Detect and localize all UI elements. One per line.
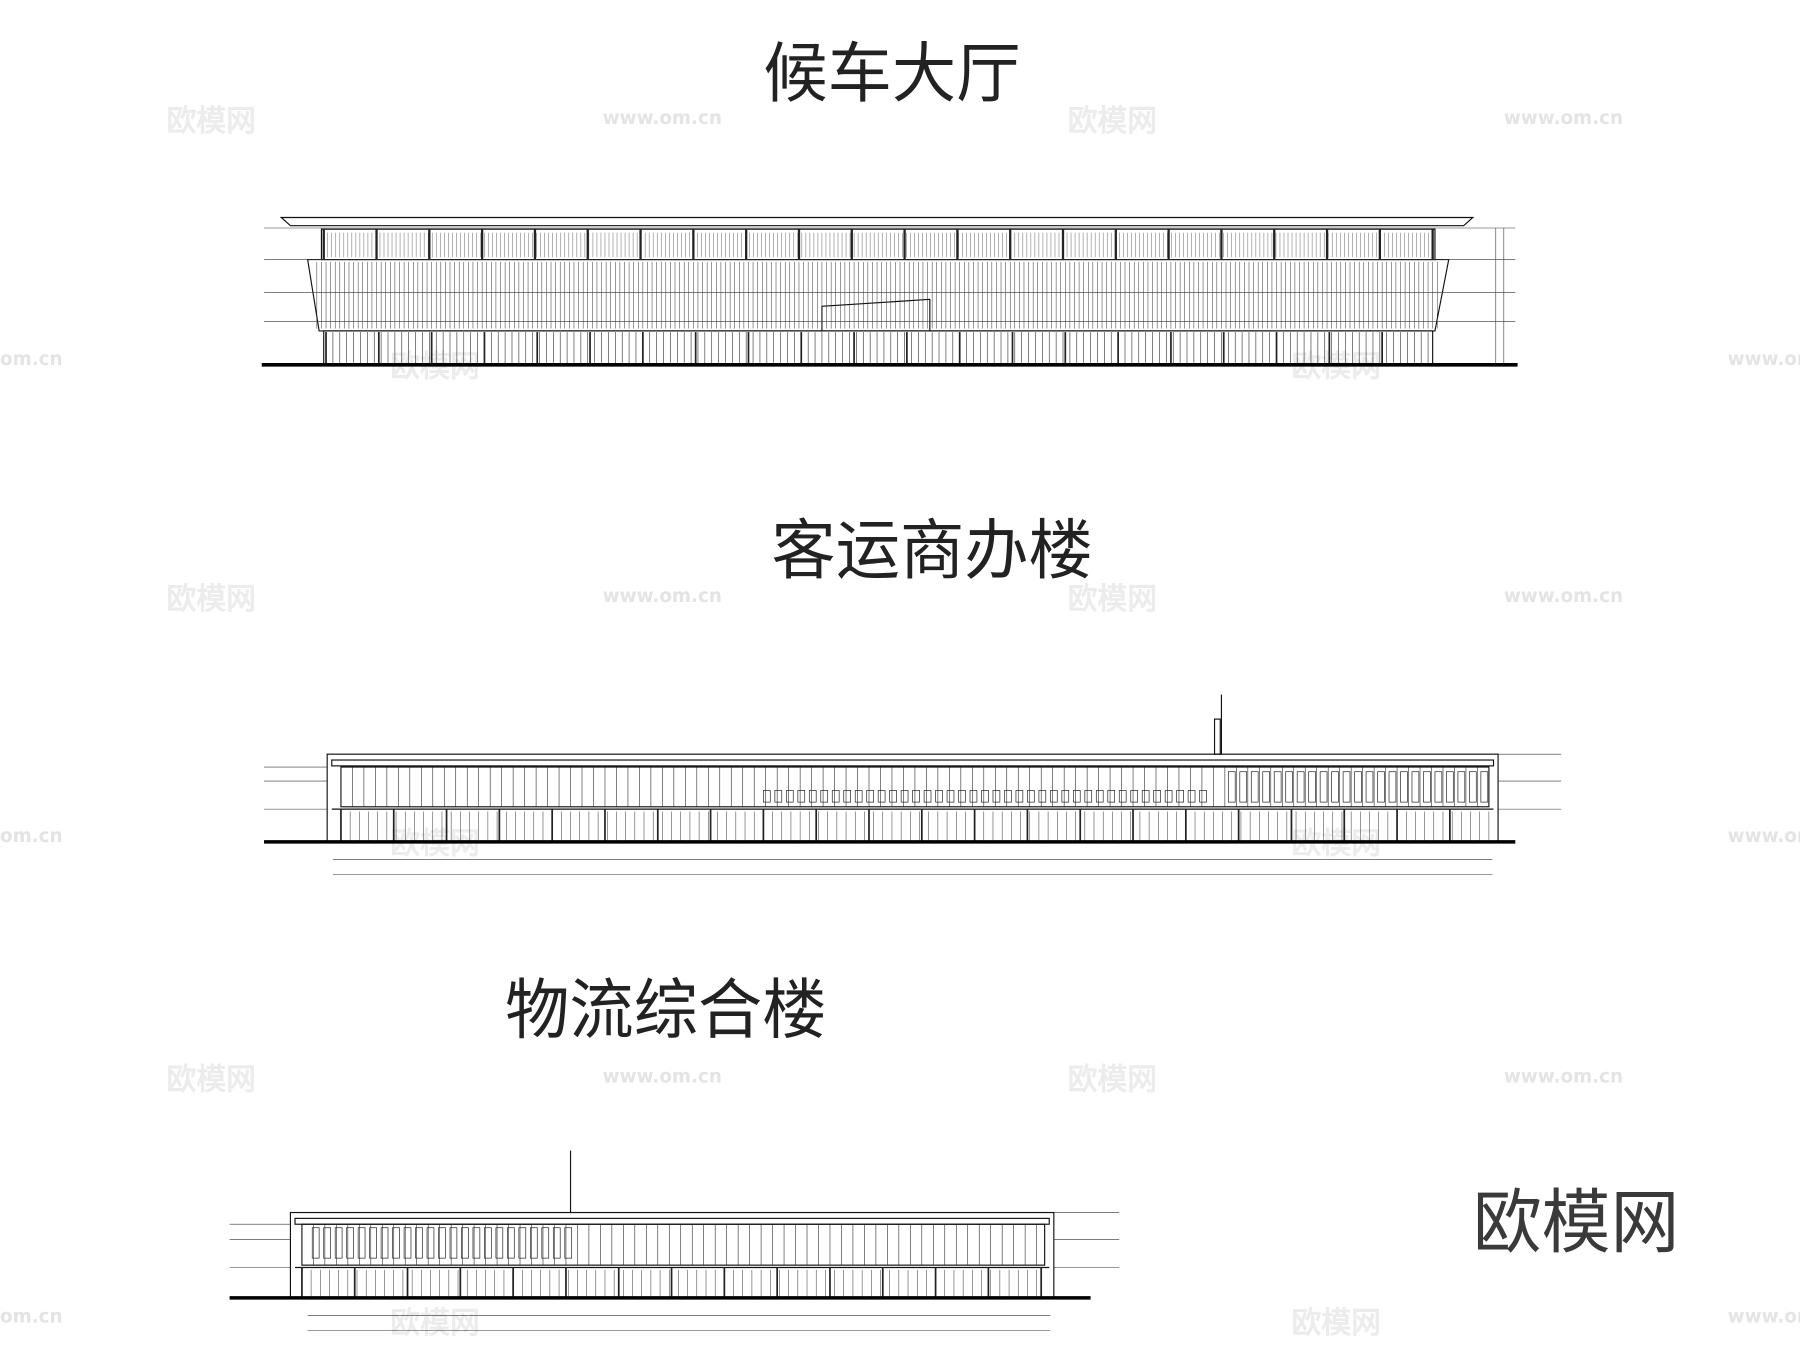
watermark-brand: 欧模网	[1068, 1063, 1158, 1098]
dimension-lines	[264, 753, 1562, 875]
ground-colonnade	[323, 330, 1434, 366]
watermark-url: www.om.cn	[1504, 586, 1623, 607]
level-lines	[264, 227, 1516, 365]
watermark-url: om.cn	[0, 826, 63, 847]
watermark-brand: 欧模网	[390, 826, 480, 861]
watermark-brand: 欧模网	[166, 1063, 256, 1098]
watermark-brand: 欧模网	[166, 104, 256, 139]
watermark-url: www.om.cn	[603, 108, 722, 129]
section-title-logistics: 物流综合楼	[505, 973, 826, 1049]
watermark-url: www.om.cn	[1504, 1067, 1623, 1088]
elevation-waiting-hall	[261, 216, 1518, 367]
brand-logo: 欧模网	[1473, 1182, 1680, 1264]
watermark-url: www.om	[1728, 826, 1800, 847]
watermark-brand: 欧模网	[390, 349, 480, 384]
section-title-waiting-hall: 候车大厅	[763, 36, 1020, 112]
watermark-url: om.cn	[0, 349, 63, 370]
watermark-brand: 欧模网	[1291, 1306, 1381, 1341]
watermark-url: www.om.cn	[603, 586, 722, 607]
watermark-url: om.cn	[0, 1306, 63, 1327]
watermark-brand: 欧模网	[1068, 104, 1158, 139]
elevation-passenger-office	[264, 694, 1562, 875]
watermark-brand: 欧模网	[1291, 826, 1381, 861]
dimension-lines	[229, 1212, 1120, 1331]
watermark-brand: 欧模网	[166, 582, 256, 617]
section-title-passenger-office: 客运商办楼	[771, 513, 1092, 589]
facade-band	[306, 258, 1450, 332]
watermark-url: www.om.cn	[603, 1067, 722, 1088]
watermark-brand: 欧模网	[390, 1306, 480, 1341]
watermark-url: www.om.cn	[1504, 108, 1623, 129]
roof-canopy	[279, 216, 1475, 227]
watermark-url: www.om	[1728, 349, 1800, 370]
watermark-brand: 欧模网	[1068, 582, 1158, 617]
watermark-brand: 欧模网	[1291, 349, 1381, 384]
watermark-layer: 欧模网 www.om.cn 欧模网 www.om.cn om.cn 欧模网 欧模…	[0, 104, 1800, 1341]
elevation-logistics	[229, 1150, 1120, 1331]
watermark-url: www.om	[1728, 1306, 1800, 1327]
